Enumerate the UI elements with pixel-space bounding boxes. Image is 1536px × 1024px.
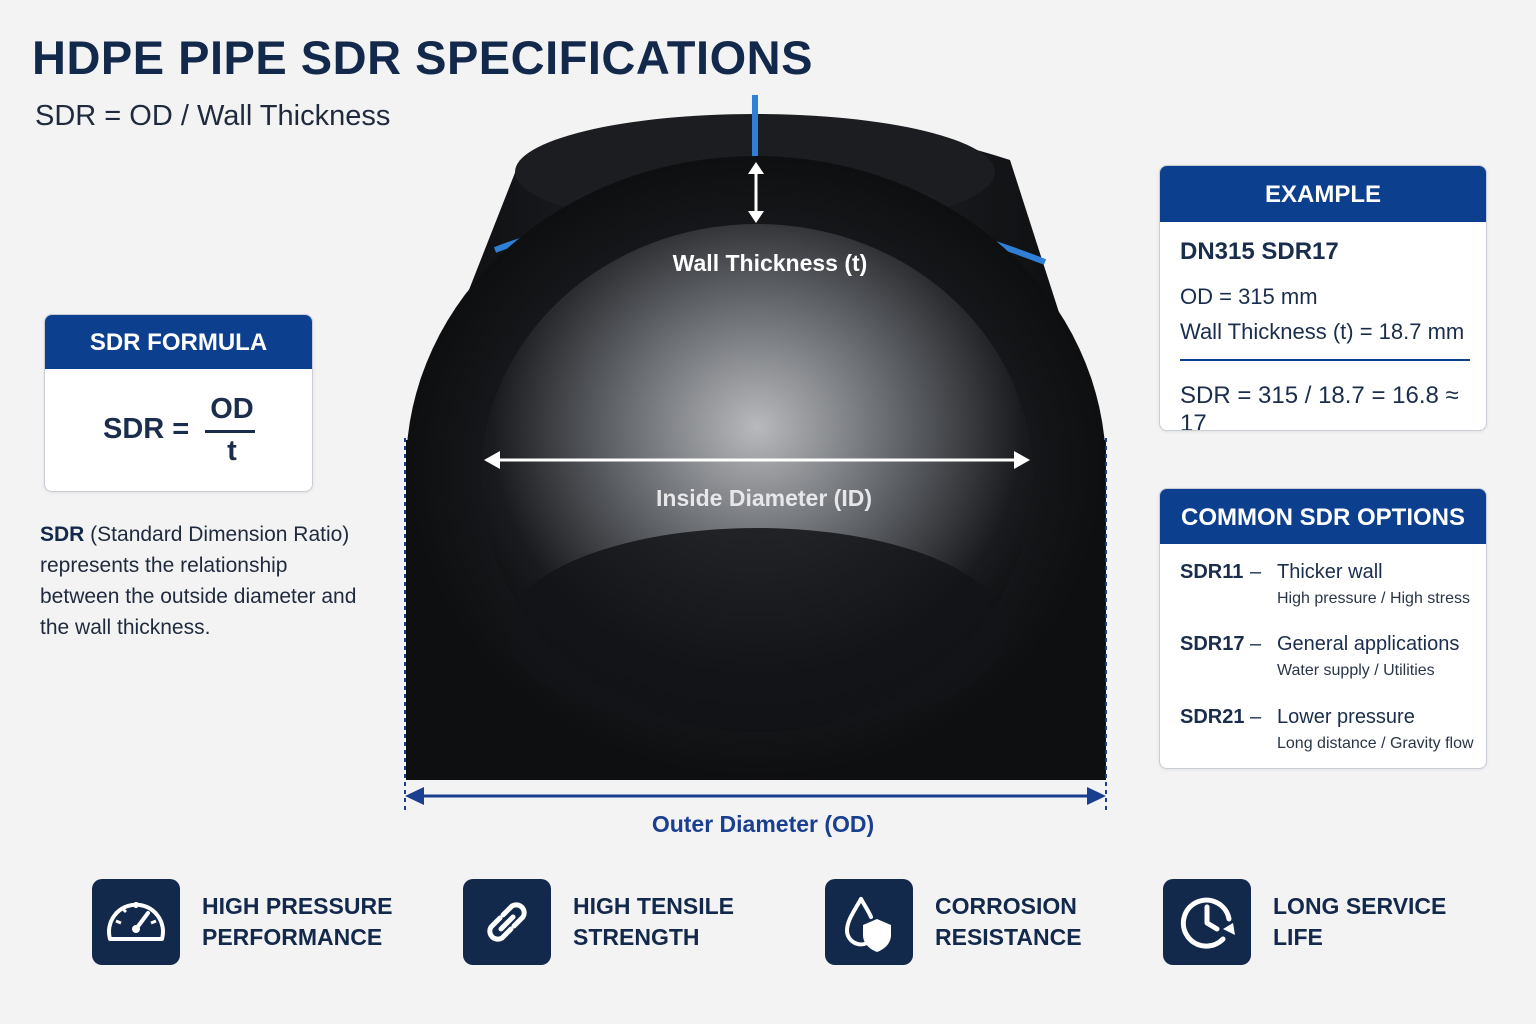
feature-label-line: CORROSION [935,893,1077,919]
sdr-formula: SDR = OD t [45,369,312,491]
sdr-formula-card: SDR FORMULA SDR = OD t [44,314,313,492]
sdr-description: SDR (Standard Dimension Ratio) represent… [40,519,370,643]
sdr-formula-heading: SDR FORMULA [45,315,312,369]
example-od: OD = 315 mm [1180,284,1318,309]
option-code: SDR17 [1180,633,1245,655]
sdr-term: SDR [40,523,85,546]
feature-label: CORROSION RESISTANCE [935,891,1175,953]
option-dash: – [1250,706,1262,728]
option-title: General applications [1277,633,1460,655]
clock-icon [1163,879,1251,965]
formula-denominator: t [227,435,237,467]
drop-shield-icon [825,879,913,965]
feature-label-line: RESISTANCE [935,924,1082,950]
option-item: SDR17 – General applications Water suppl… [1180,633,1485,685]
wall-thickness-arrow [748,162,764,223]
gauge-icon [92,879,180,965]
option-item: SDR11 – Thicker wall High pressure / Hig… [1180,561,1485,613]
feature-label-line: HIGH TENSILE [573,893,735,919]
feature-label: HIGH PRESSURE PERFORMANCE [202,891,442,953]
example-heading: EXAMPLE [1160,166,1486,222]
feature-label-line: HIGH PRESSURE [202,893,393,919]
feature-long-service-life: LONG SERVICE LIFE [1163,879,1483,965]
option-code: SDR21 [1180,706,1245,728]
feature-label-line: STRENGTH [573,924,700,950]
page-title: HDPE PIPE SDR SPECIFICATIONS [32,31,813,84]
feature-label-line: LIFE [1273,924,1323,950]
option-title: Thicker wall [1277,561,1383,583]
outer-diameter-label: Outer Diameter (OD) [652,811,874,837]
option-detail: Long distance / Gravity flow [1277,735,1474,752]
example-divider [1180,359,1470,361]
option-title: Lower pressure [1277,706,1415,728]
options-heading: COMMON SDR OPTIONS [1160,489,1486,544]
inside-diameter-label: Inside Diameter (ID) [656,485,872,511]
chain-link-icon [463,879,551,965]
example-wall-thickness: Wall Thickness (t) = 18.7 mm [1180,319,1465,344]
feature-label-line: PERFORMANCE [202,924,383,950]
feature-label: HIGH TENSILE STRENGTH [573,891,813,953]
feature-label: LONG SERVICE LIFE [1273,891,1513,953]
example-card: EXAMPLE DN315 SDR17 OD = 315 mm Wall Thi… [1159,165,1487,431]
option-item: SDR21 – Lower pressure Long distance / G… [1180,706,1485,758]
page-subtitle: SDR = OD / Wall Thickness [35,100,391,132]
formula-fraction-bar [205,430,255,433]
wall-thickness-label: Wall Thickness (t) [673,250,868,276]
option-dash: – [1250,633,1262,655]
option-dash: – [1250,561,1262,583]
option-detail: High pressure / High stress [1277,590,1470,607]
example-size: DN315 SDR17 [1180,238,1339,265]
formula-numerator: OD [210,393,254,425]
common-sdr-options-card: COMMON SDR OPTIONS SDR11 – Thicker wall … [1159,488,1487,769]
feature-high-pressure: HIGH PRESSURE PERFORMANCE [92,879,412,965]
feature-label-line: LONG SERVICE [1273,893,1447,919]
feature-corrosion-resistance: CORROSION RESISTANCE [825,879,1145,965]
feature-high-tensile: HIGH TENSILE STRENGTH [463,879,783,965]
outer-diameter-dimension [404,438,1107,812]
example-sdr-calculation: SDR = 315 / 18.7 = 16.8 ≈ 17 [1180,382,1459,431]
sdr-description-text: (Standard Dimension Ratio) represents th… [40,523,357,639]
option-code: SDR11 [1180,561,1244,583]
option-detail: Water supply / Utilities [1277,662,1435,679]
inside-diameter-arrow [484,451,1030,469]
formula-lhs: SDR = [103,413,190,445]
